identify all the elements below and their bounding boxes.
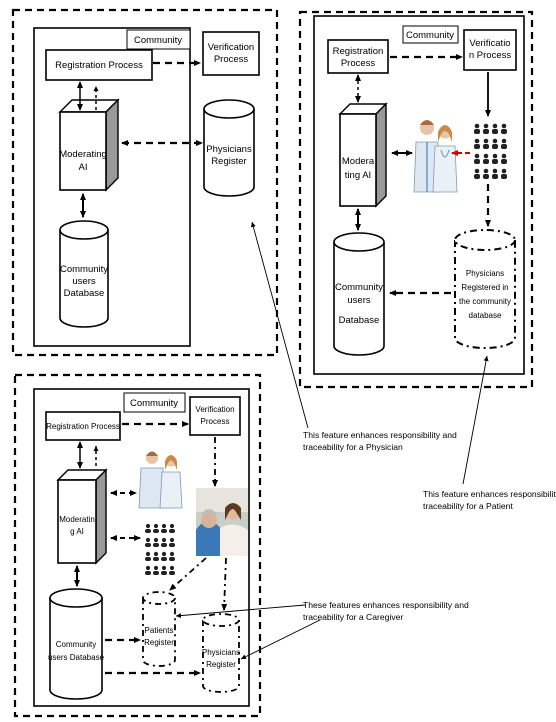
caption-caregiver-line2: traceability for a Caregiver <box>303 612 403 622</box>
caption-patient-line1: This feature enhances responsibility and <box>423 489 556 499</box>
panel-c-arrow-photo-to-patients <box>170 558 206 590</box>
panel-b-moderating-line2: ting AI <box>345 170 371 181</box>
panel-b-registration-line1: Registration <box>333 46 384 57</box>
panel-b-registered-line3: the community <box>459 297 511 306</box>
panel-c-physicians-line1: Physicians <box>202 648 240 657</box>
panel-a-community-label: Community <box>134 35 182 46</box>
panel-a-db-line2: users <box>72 276 95 287</box>
panel-c-registration-label: Registration Process <box>46 422 120 431</box>
panel-c-caregiver-photo <box>196 488 248 556</box>
panel-physician-registration: Community Registration Process Verificat… <box>13 10 277 355</box>
panel-c-patients-line1: Patients <box>145 626 174 635</box>
panel-c-verification-line1: Verification <box>195 405 234 414</box>
panel-b-registered-line4: database <box>469 311 502 320</box>
panel-a-db-line1: Community <box>60 264 108 275</box>
pointer-caregiver-physicians <box>241 620 320 659</box>
panel-c-verification-line2: Process <box>201 417 230 426</box>
panel-a-verification-line1: Verification <box>208 42 254 53</box>
panel-patient-registration: Community Registration Process Verificat… <box>300 12 532 387</box>
panel-b-db-line3: Database <box>339 315 380 326</box>
caption-physician-line1: This feature enhances responsibility and <box>303 430 457 440</box>
panel-a-verification-line2: Process <box>214 54 249 65</box>
panel-caregiver-registration: Community Registration Process Verificat… <box>15 375 260 716</box>
panel-b-registered-line1: Physicians <box>466 269 504 278</box>
panel-a-registration-label: Registration Process <box>55 60 143 71</box>
panel-c-verification-box <box>190 397 240 435</box>
panel-a-physicians-line1: Physicians <box>206 144 252 155</box>
panel-a-moderating-ai-cube <box>60 100 118 190</box>
caption-caregiver-line1: These features enhances responsibility a… <box>303 600 469 610</box>
panel-a-moderating-line1: Moderating <box>59 149 107 160</box>
panel-c-moderating-line2: g AI <box>70 527 84 536</box>
panel-a-physicians-line2: Register <box>211 156 246 167</box>
panel-c-physicians-line2: Register <box>206 660 236 669</box>
panel-c-arrow-photo-to-physicians <box>224 558 226 610</box>
pointer-patient <box>463 356 487 484</box>
panel-c-patients-line2: Register <box>144 638 174 647</box>
panel-b-community-label: Community <box>406 30 454 41</box>
caption-patient-line2: traceability for a Patient <box>423 501 513 511</box>
panel-b-community-db-cylinder <box>334 233 384 355</box>
panel-c-physicians-picture <box>139 452 182 509</box>
panel-a-db-line3: Database <box>64 288 105 299</box>
panel-c-db-line1: Community <box>56 640 96 649</box>
panel-b-moderating-line1: Modera <box>342 156 375 167</box>
panel-b-db-line1: Community <box>335 282 383 293</box>
panel-b-verification-line1: Verificatio <box>469 38 510 49</box>
panel-b-moderating-ai-cube <box>340 104 386 206</box>
panel-b-registered-line2: Registered in <box>461 283 508 292</box>
panel-b-physicians-picture <box>414 120 457 192</box>
panel-b-people-grid-icon <box>474 124 507 179</box>
panel-b-db-line2: users <box>347 295 370 306</box>
panel-c-community-label: Community <box>130 398 178 409</box>
panel-b-registration-line2: Process <box>341 58 376 69</box>
caption-physician-line2: traceability for a Physician <box>303 442 403 452</box>
pointer-caregiver-patients <box>176 605 305 616</box>
panel-a-moderating-line2: AI <box>79 162 88 173</box>
panel-c-moderating-line1: Moderatin <box>59 515 95 524</box>
panel-c-people-grid-icon <box>145 524 175 575</box>
panel-c-db-line2: users Database <box>48 653 105 662</box>
panel-b-verification-line2: n Process <box>469 50 511 61</box>
